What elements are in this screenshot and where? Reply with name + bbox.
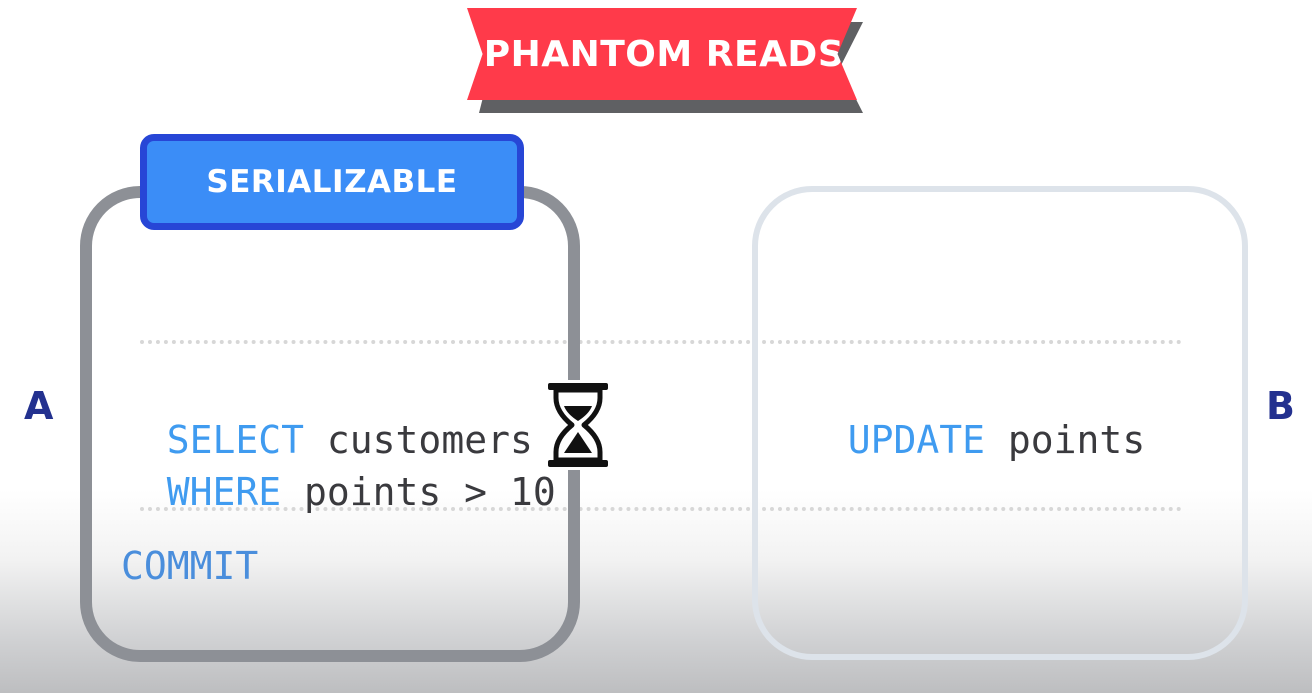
dotted-divider-top xyxy=(140,340,1182,344)
title-banner: PHANTOM READS xyxy=(467,8,867,118)
sql-keyword-update: UPDATE xyxy=(847,418,986,462)
isolation-level-badge: SERIALIZABLE xyxy=(140,134,524,230)
isolation-level-label: SERIALIZABLE xyxy=(206,164,458,200)
sql-select-target: customers xyxy=(304,418,533,462)
sql-keyword-select: SELECT xyxy=(166,418,305,462)
page-title: PHANTOM READS xyxy=(483,33,845,75)
transaction-b-box xyxy=(752,186,1248,660)
sql-where-condition: points > 10 xyxy=(281,470,556,514)
title-banner-ribbon: PHANTOM READS xyxy=(467,8,857,100)
sql-update-target: points xyxy=(985,418,1146,462)
hourglass-icon xyxy=(544,380,612,470)
dotted-divider-bottom xyxy=(140,507,1182,511)
transaction-a-select-line: SELECT customers xyxy=(121,383,533,459)
transaction-a-where-line: WHERE points > 10 xyxy=(121,435,556,511)
transaction-b-label: B xyxy=(1266,384,1295,428)
transaction-b-update-line: UPDATE points xyxy=(802,383,1145,459)
sql-keyword-where: WHERE xyxy=(166,470,282,514)
transaction-a-commit-line: COMMIT xyxy=(121,544,259,588)
transaction-a-label: A xyxy=(24,384,54,428)
